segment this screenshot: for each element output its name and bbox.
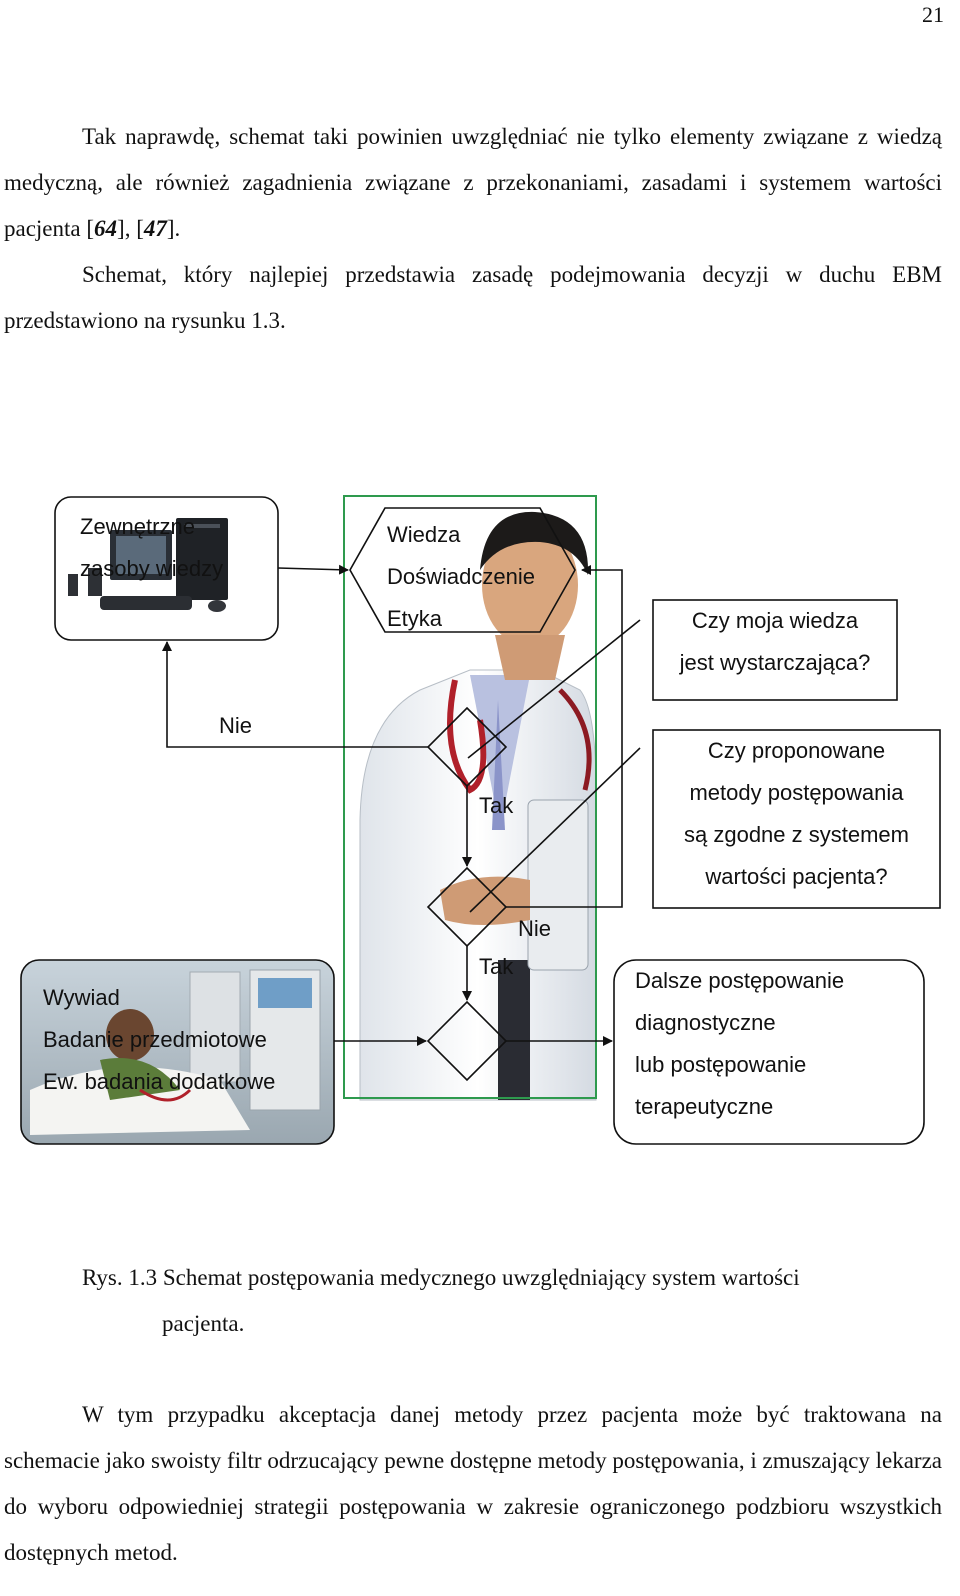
flowchart-graphics: [20, 495, 941, 1145]
connectors: [162, 564, 641, 1046]
page-number: 21: [922, 2, 944, 27]
figure-ebm-flowchart: Zewnętrzne zasoby wiedzy Wiedza Doświadc…: [0, 490, 960, 1170]
green-frame: [343, 495, 597, 1099]
citation-47: 47: [143, 216, 167, 241]
patient-data-label: Wywiad Badanie przedmiotowe Ew. badania …: [43, 985, 276, 1094]
question-2-label: Czy proponowane metody postępowania są z…: [684, 738, 909, 889]
question-box-2: [652, 729, 941, 909]
citation-64: 64: [94, 216, 118, 241]
paragraph-3: W tym przypadku akceptacja danej metody …: [4, 1402, 942, 1565]
knowledge-hexagon: [349, 507, 576, 633]
label-no-2: Nie: [518, 916, 552, 941]
computer-photo: [68, 518, 228, 612]
label-yes-1: Tak: [479, 793, 514, 818]
doctor-photo: [346, 498, 597, 1101]
knowledge-label: Wiedza Doświadczenie Etyka: [387, 522, 535, 631]
next-steps-box: [613, 959, 925, 1145]
next-steps-label: Dalsze postępowanie diagnostyczne lub po…: [635, 968, 845, 1119]
external-resources-label: Zewnętrzne zasoby wiedzy: [80, 514, 224, 581]
question-box-1: [652, 599, 898, 701]
label-yes-2: Tak: [479, 954, 514, 979]
decision-diamond-3: [426, 1000, 508, 1082]
paragraph-2: Schemat, który najlepiej przedstawia zas…: [4, 262, 942, 333]
label-no-1: Nie: [219, 713, 253, 738]
paragraph-1: Tak naprawdę, schemat taki powinien uwzg…: [4, 124, 942, 241]
figure-caption: Rys. 1.3 Schemat postępowania medycznego…: [82, 1265, 800, 1336]
question-1-label: Czy moja wiedza jest wystarczająca?: [679, 608, 871, 675]
